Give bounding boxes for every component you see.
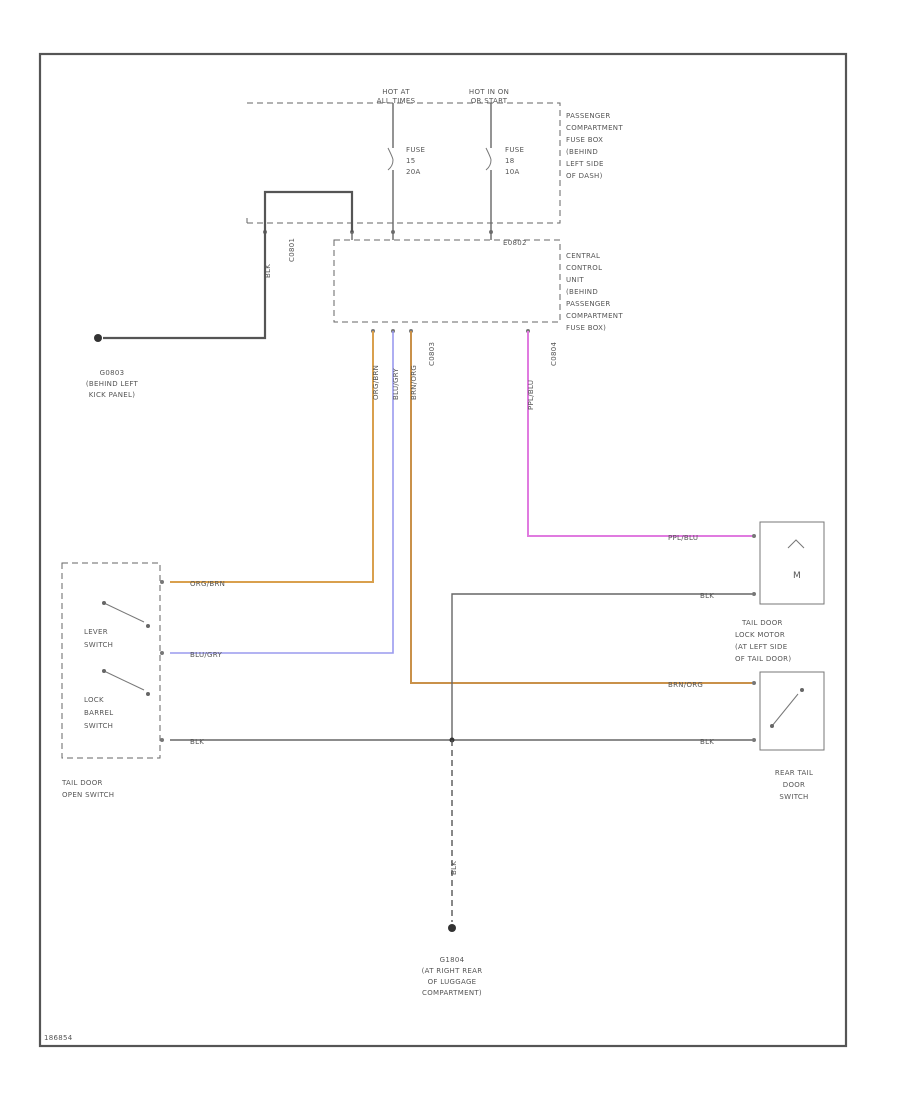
fuse-15-rating: 20A: [406, 168, 421, 176]
wire-blk-motor: BLK: [451, 592, 752, 740]
tail-door-open-switch: LEVER SWITCH LOCK BARREL SWITCH TAIL DOO…: [61, 562, 164, 799]
central-conn-mid-label: C0803: [428, 342, 436, 366]
fuse-15-number: 15: [406, 157, 416, 165]
tail-door-lock-motor: M TAIL DOOR LOCK MOTOR (AT LEFT SIDE OF …: [735, 521, 825, 663]
lever-switch-label-2: SWITCH: [84, 641, 113, 649]
lock-barrel-label-1: LOCK: [84, 696, 104, 704]
fuse-18-rating: 10A: [505, 168, 520, 176]
wire-blu-gry-label-h: BLU/GRY: [190, 651, 222, 659]
hot-at-label-1: HOT AT: [382, 88, 410, 96]
fuse-box-name-5: LEFT SIDE: [566, 160, 604, 168]
wire-blu-gry: BLU/GRY BLU/GRY: [170, 331, 400, 659]
ground-left-name-3: KICK PANEL): [89, 391, 136, 399]
central-unit-name-7: FUSE BOX): [566, 324, 606, 332]
fuse-box-name-4: (BEHIND: [566, 148, 598, 156]
wire-brn-org-label-v: BRN/ORG: [410, 365, 418, 400]
fuse-box-name-2: COMPARTMENT: [566, 124, 623, 132]
ground-left-wire-label: BLK: [264, 264, 272, 278]
figure-id: 186854: [44, 1034, 73, 1042]
wire-blk-ground-label: BLK: [450, 861, 458, 875]
central-unit-name-1: CENTRAL: [566, 252, 600, 260]
wire-blk-right-label: BLK: [700, 738, 714, 746]
hot-in-label-1: HOT IN ON: [469, 88, 509, 96]
wire-org-brn-label-h: ORG/BRN: [190, 580, 225, 588]
wire-blk-bottom: BLK BLK: [170, 737, 752, 746]
wire-blk-motor-label: BLK: [700, 592, 714, 600]
wire-ppl-blu-label-h: PPL/BLU: [668, 534, 698, 542]
door-switch-name-3: SWITCH: [779, 793, 808, 801]
door-switch-name-2: DOOR: [783, 781, 805, 789]
fuse-box-name-1: PASSENGER: [566, 112, 611, 120]
fuse-15-label: FUSE: [406, 146, 425, 154]
ground-bottom-terminal: [448, 924, 456, 932]
central-unit-name-6: COMPARTMENT: [566, 312, 623, 320]
central-unit-name-5: PASSENGER: [566, 300, 611, 308]
ground-bottom-name-1: G1804: [440, 956, 465, 964]
tail-door-switch-name-2: OPEN SWITCH: [62, 791, 114, 799]
central-unit-name-2: CONTROL: [566, 264, 602, 272]
motor-symbol: M: [793, 571, 801, 581]
ground-bottom-name-4: COMPARTMENT): [422, 989, 482, 997]
lock-motor-name-2: LOCK MOTOR: [735, 631, 785, 639]
fuse-box-name-6: OF DASH): [566, 172, 603, 180]
hot-at-label-2: ALL TIMES: [377, 97, 416, 105]
wire-blu-gry-label-v: BLU/GRY: [392, 368, 400, 400]
lock-barrel-label-3: SWITCH: [84, 722, 113, 730]
hot-in-label-2: OR START: [471, 97, 508, 105]
central-unit-name-4: (BEHIND: [566, 288, 598, 296]
ground-left-name-2: (BEHIND LEFT: [86, 380, 139, 388]
ground-bottom-circuit: BLK G1804 (AT RIGHT REAR OF LUGGAGE COMP…: [422, 740, 483, 997]
wire-blk-left-label: BLK: [190, 738, 204, 746]
ground-left-name-1: G0803: [100, 369, 125, 377]
central-conn-right-label: C0804: [550, 342, 558, 366]
ground-bottom-name-3: OF LUGGAGE: [428, 978, 477, 986]
central-unit-name-3: UNIT: [566, 276, 584, 284]
ground-bottom-name-2: (AT RIGHT REAR: [422, 967, 483, 975]
lock-barrel-label-2: BARREL: [84, 709, 113, 717]
fuse-box: HOT AT ALL TIMES HOT IN ON OR START FUSE…: [246, 88, 623, 224]
ground-left-terminal: [94, 334, 102, 342]
wire-org-brn: ORG/BRN ORG/BRN: [170, 331, 380, 588]
wire-brn-org-label-h: BRN/ORG: [668, 681, 703, 689]
central-conn-left-label: C0801: [288, 238, 296, 262]
fuse-18-label: FUSE: [505, 146, 524, 154]
lock-motor-name-4: OF TAIL DOOR): [735, 655, 791, 663]
diagram-frame: [38, 52, 848, 1048]
tail-door-switch-name-1: TAIL DOOR: [61, 779, 103, 787]
central-unit-connector: E0802: [503, 239, 527, 247]
ground-left-circuit: BLK G0803 (BEHIND LEFT KICK PANEL): [86, 190, 354, 399]
wire-brn-org: BRN/ORG BRN/ORG: [410, 331, 752, 689]
lever-switch-label-1: LEVER: [84, 628, 108, 636]
lock-motor-name-1: TAIL DOOR: [741, 619, 783, 627]
rear-tail-door-switch: REAR TAIL DOOR SWITCH: [752, 671, 825, 801]
fuse-18-number: 18: [505, 157, 515, 165]
wire-ppl-blu-label-v: PPL/BLU: [527, 380, 535, 410]
fuse-box-name-3: FUSE BOX: [566, 136, 603, 144]
central-control-unit: E0802 CENTRAL CONTROL UNIT (BEHIND PASSE…: [263, 223, 623, 366]
wire-ppl-blu: PPL/BLU PPL/BLU: [527, 331, 752, 542]
lock-motor-name-3: (AT LEFT SIDE: [735, 643, 787, 651]
wire-org-brn-label-v: ORG/BRN: [372, 365, 380, 400]
door-switch-name-1: REAR TAIL: [775, 769, 813, 777]
